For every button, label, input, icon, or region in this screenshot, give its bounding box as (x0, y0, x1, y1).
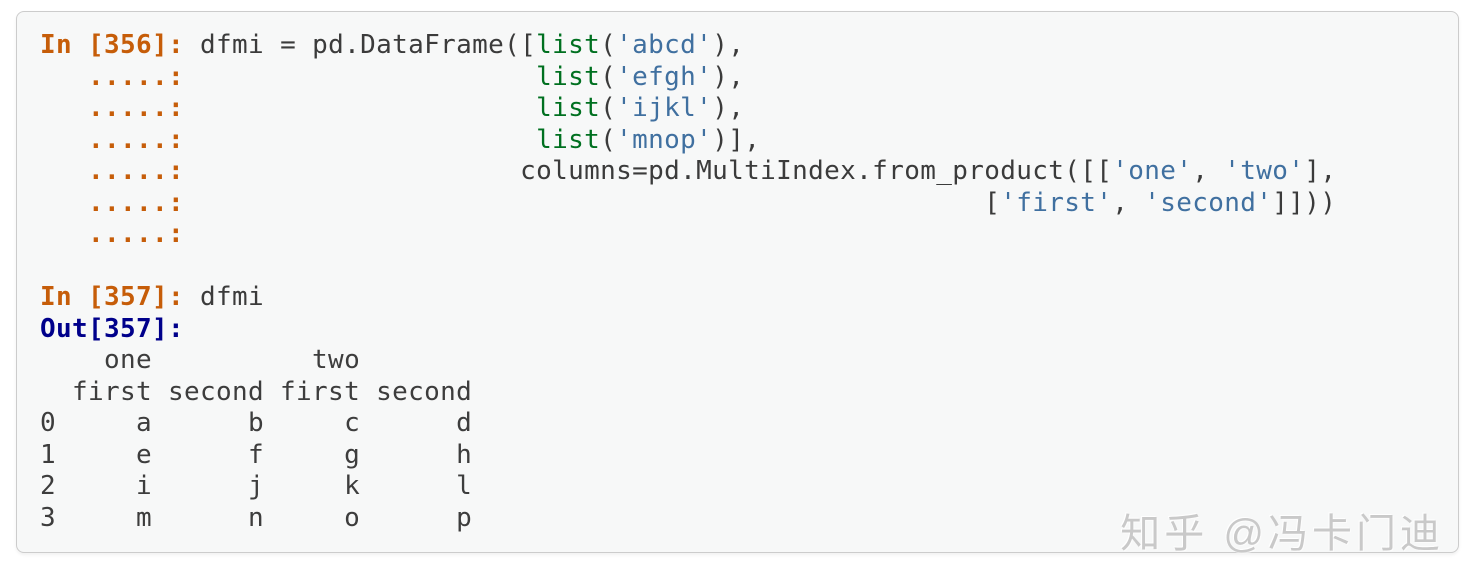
console-line: In [357]: dfmi (40, 282, 1442, 314)
code-text: dfmi = pd.DataFrame([ (200, 30, 537, 60)
code-text: ), (712, 93, 745, 123)
prompt-in: .....: (40, 156, 201, 186)
prompt-in: .....: (40, 93, 201, 123)
code-text: , (1112, 187, 1145, 218)
code-panel: In [356]: dfmi = pd.DataFrame([list('abc… (16, 11, 1459, 553)
console-line: 3 m n o p (40, 503, 1442, 535)
output-text: one two (40, 345, 361, 375)
console-line: 1 e f g h (40, 440, 1442, 472)
code-text: dfmi (200, 282, 265, 312)
code-text: ( (600, 93, 617, 123)
console-line: Out[357]: (40, 314, 1442, 346)
output-text: 3 m n o p (40, 502, 473, 533)
code-text: columns=pd.MultiIndex.from_product([[ (200, 156, 1113, 186)
code-text: ( (600, 124, 617, 155)
code-text (200, 125, 536, 155)
code-text: ]])) (1272, 187, 1337, 218)
code-text: ], (1304, 156, 1337, 186)
code-text: , (1192, 156, 1225, 186)
string-literal: 'mnop' (616, 124, 713, 155)
builtin-name: list (536, 61, 601, 92)
ipython-console: In [356]: dfmi = pd.DataFrame([list('abc… (17, 12, 1458, 534)
console-line: one two (40, 345, 1442, 377)
output-text: 0 a b c d (40, 408, 473, 438)
prompt-in: In [357]: (40, 282, 201, 312)
string-literal: 'first' (1000, 187, 1113, 218)
console-line: .....: list('ijkl'), (40, 93, 1442, 125)
code-text (200, 62, 536, 92)
console-line: first second first second (40, 377, 1442, 409)
prompt-in: .....: (40, 187, 201, 218)
zhihu-watermark: 知乎 @冯卡门迪 (1120, 512, 1444, 556)
console-line: .....: list('mnop')], (40, 125, 1442, 157)
prompt-in: .....: (40, 124, 201, 155)
builtin-name: list (536, 93, 601, 123)
console-line: .....: (40, 219, 1442, 251)
code-text: ), (712, 30, 745, 60)
code-text (200, 93, 536, 123)
string-literal: 'one' (1112, 156, 1193, 186)
output-text: 1 e f g h (40, 439, 473, 470)
prompt-out: Out[357]: (40, 313, 185, 344)
code-text: [ (200, 187, 1001, 218)
console-line: 2 i j k l (40, 471, 1442, 503)
console-line: .....: columns=pd.MultiIndex.from_produc… (40, 156, 1442, 188)
string-literal: 'abcd' (616, 30, 713, 60)
builtin-name: list (536, 124, 601, 155)
prompt-in: .....: (40, 61, 201, 92)
prompt-in: .....: (40, 219, 185, 249)
code-text: )], (712, 124, 761, 155)
string-literal: 'efgh' (616, 61, 713, 92)
output-text: first second first second (40, 376, 473, 407)
output-text: 2 i j k l (40, 471, 473, 501)
code-text: ), (712, 61, 745, 92)
console-line: .....: list('efgh'), (40, 62, 1442, 94)
code-text: ( (600, 61, 617, 92)
string-literal: 'second' (1144, 187, 1273, 218)
builtin-name: list (536, 30, 601, 60)
console-line: .....: ['first', 'second']])) (40, 188, 1442, 220)
string-literal: 'two' (1224, 156, 1305, 186)
code-text: ( (600, 30, 617, 60)
string-literal: 'ijkl' (616, 93, 713, 123)
console-line: In [356]: dfmi = pd.DataFrame([list('abc… (40, 30, 1442, 62)
console-line: 0 a b c d (40, 408, 1442, 440)
console-line (40, 251, 1442, 283)
prompt-in: In [356]: (40, 30, 201, 60)
